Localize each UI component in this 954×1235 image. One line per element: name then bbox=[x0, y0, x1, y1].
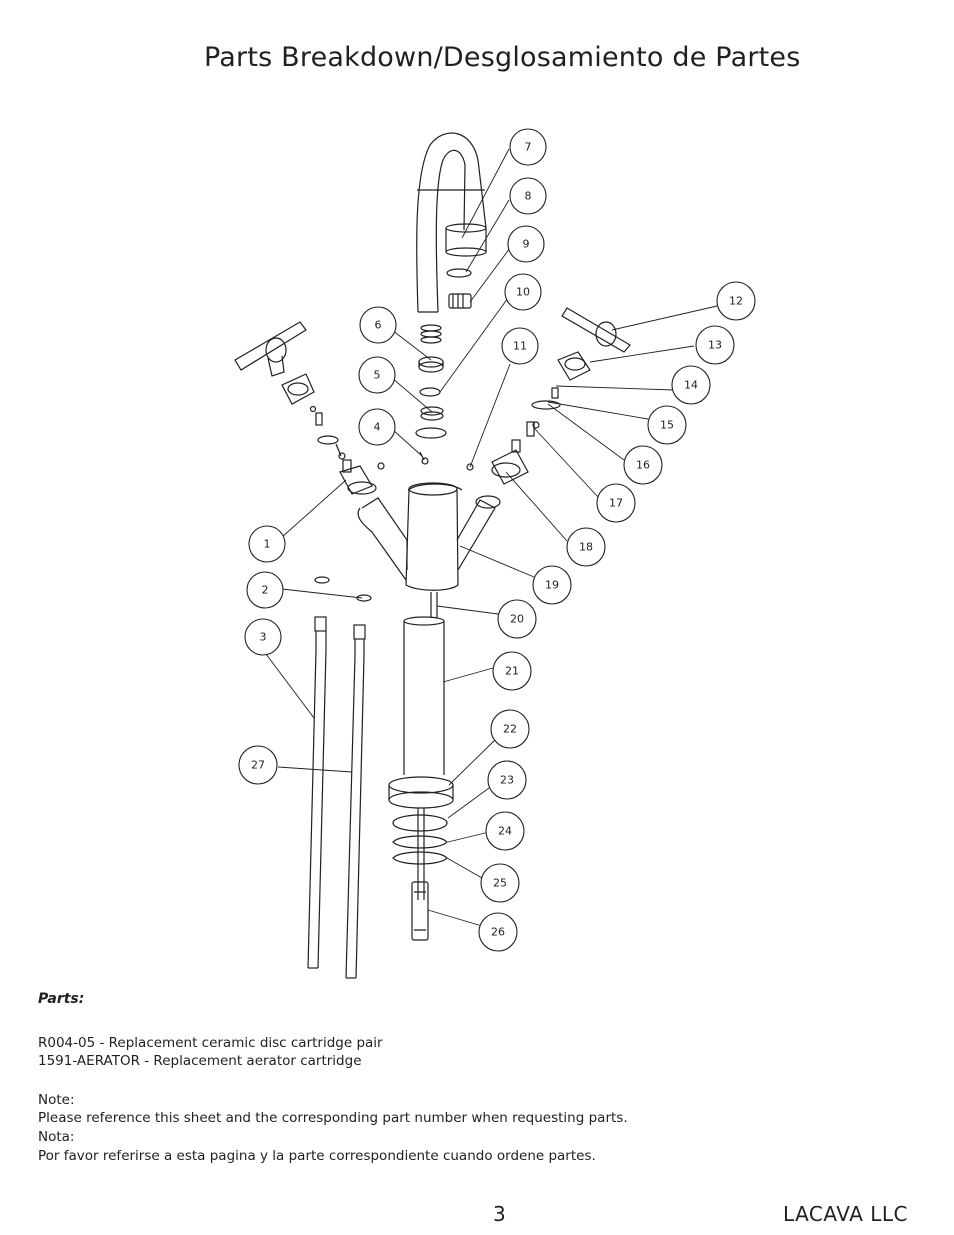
left-bonnet-part bbox=[281, 373, 315, 405]
mounting-ring-part bbox=[388, 776, 454, 809]
rubber-gasket-part bbox=[392, 814, 448, 832]
callout-19: 19 bbox=[545, 579, 559, 592]
set-screw-right-part bbox=[466, 463, 474, 471]
set-screw-part bbox=[419, 451, 429, 465]
callout-8: 8 bbox=[525, 190, 532, 203]
base-washer-part bbox=[415, 427, 447, 439]
nota-text: Por favor referirse a esta pagina y la p… bbox=[38, 1148, 596, 1164]
page-title: Parts Breakdown/Desglosamiento de Partes bbox=[204, 42, 801, 73]
callout-27: 27 bbox=[251, 759, 265, 772]
callout-9: 9 bbox=[523, 238, 530, 251]
left-cartridge-part bbox=[339, 459, 377, 495]
note-label: Note: bbox=[38, 1092, 75, 1108]
exploded-parts-diagram: 7 8 9 10 11 6 5 4 1 2 3 27 12 13 14 15 1… bbox=[234, 128, 756, 979]
callout-13: 13 bbox=[708, 339, 722, 352]
callout-12: 12 bbox=[729, 295, 743, 308]
page-number: 3 bbox=[493, 1202, 506, 1226]
company-name: LACAVA LLC bbox=[783, 1202, 908, 1226]
shank-part bbox=[430, 592, 438, 618]
callout-18: 18 bbox=[579, 541, 593, 554]
callout-24: 24 bbox=[498, 825, 512, 838]
metal-washer-part bbox=[392, 835, 448, 849]
callout-15: 15 bbox=[660, 419, 674, 432]
mounting-nut-part bbox=[411, 881, 429, 941]
spout-washer-part bbox=[446, 268, 472, 278]
callout-11: 11 bbox=[513, 340, 527, 353]
callout-21: 21 bbox=[505, 665, 519, 678]
callout-5: 5 bbox=[374, 369, 381, 382]
callout-4: 4 bbox=[374, 421, 381, 434]
spout-thread-part bbox=[420, 324, 442, 344]
callout-3: 3 bbox=[260, 631, 267, 644]
part-item-cartridge: R004-05 - Replacement ceramic disc cartr… bbox=[38, 1035, 383, 1051]
spout-part bbox=[416, 132, 487, 313]
left-handle-part bbox=[234, 321, 307, 377]
note-text: Please reference this sheet and the corr… bbox=[38, 1110, 628, 1126]
callout-23: 23 bbox=[500, 774, 514, 787]
callout-7: 7 bbox=[525, 141, 532, 154]
parts-heading: Parts: bbox=[38, 991, 85, 1007]
callout-14: 14 bbox=[684, 379, 698, 392]
right-handle-part bbox=[561, 307, 631, 353]
callout-20: 20 bbox=[510, 613, 524, 626]
base-tube-part bbox=[403, 616, 445, 775]
o-ring-part bbox=[419, 387, 441, 397]
callout-1: 1 bbox=[264, 538, 271, 551]
callout-26: 26 bbox=[491, 926, 505, 939]
supply-hose-left-part bbox=[307, 616, 327, 969]
callout-16: 16 bbox=[636, 459, 650, 472]
callout-22: 22 bbox=[503, 723, 517, 736]
callout-17: 17 bbox=[609, 497, 623, 510]
callout-2: 2 bbox=[262, 584, 269, 597]
right-cartridge-part bbox=[491, 439, 529, 485]
horseshoe-part bbox=[392, 851, 448, 865]
callout-25: 25 bbox=[493, 877, 507, 890]
aerator-part bbox=[448, 293, 472, 309]
nota-label: Nota: bbox=[38, 1129, 75, 1145]
spout-nut-part bbox=[418, 356, 444, 373]
callout-6: 6 bbox=[375, 319, 382, 332]
lock-nut-part bbox=[420, 406, 444, 421]
supply-hose-right-part bbox=[345, 624, 366, 979]
faucet-body-part bbox=[357, 482, 501, 591]
right-bonnet-part bbox=[557, 351, 591, 381]
callout-10: 10 bbox=[516, 286, 530, 299]
part-item-aerator: 1591-AERATOR - Replacement aerator cartr… bbox=[38, 1053, 362, 1069]
